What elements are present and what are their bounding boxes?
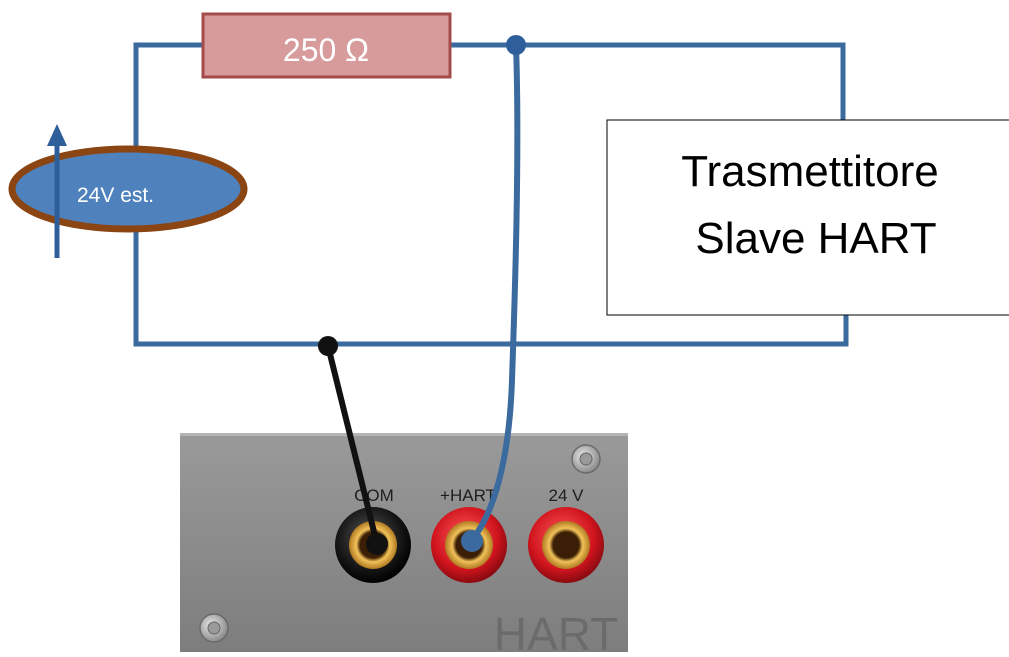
junction-dot-bottom — [318, 336, 338, 356]
arrow-up-icon — [47, 124, 67, 146]
com-lead — [325, 343, 380, 547]
24v-socket[interactable] — [528, 507, 604, 583]
resistor-body — [201, 12, 452, 79]
panel-brand-label: HART — [494, 608, 618, 652]
junction-dot-top — [506, 35, 526, 55]
screw-icon — [199, 613, 229, 643]
probe-leads — [325, 42, 521, 547]
transmitter-line2: Slave HART — [695, 214, 936, 263]
transmitter-line1: Trasmettitore — [681, 147, 939, 196]
resistor-label: 250 Ω — [283, 32, 369, 68]
voltage-source: 24V est. — [8, 124, 248, 258]
hart-panel: COM +HART 24 V HART — [180, 433, 628, 657]
wire-top-right — [447, 42, 846, 123]
source-ellipse — [8, 145, 248, 233]
terminal-label-24v: 24 V — [549, 486, 585, 505]
com-lead-tip — [366, 533, 388, 555]
source-label: 24V est. — [77, 184, 154, 207]
terminal-label-hart: +HART — [440, 486, 496, 505]
screw-icon — [571, 444, 601, 474]
panel-top-edge — [180, 433, 628, 436]
hart-lead-tip — [461, 530, 483, 552]
terminal-label-com: COM — [354, 486, 394, 505]
circuit-wires — [133, 42, 849, 347]
resistor: 250 Ω — [201, 12, 452, 79]
hart-lead — [469, 42, 521, 543]
transmitter-box — [606, 119, 1009, 316]
transmitter: Trasmettitore Slave HART — [606, 119, 1009, 316]
